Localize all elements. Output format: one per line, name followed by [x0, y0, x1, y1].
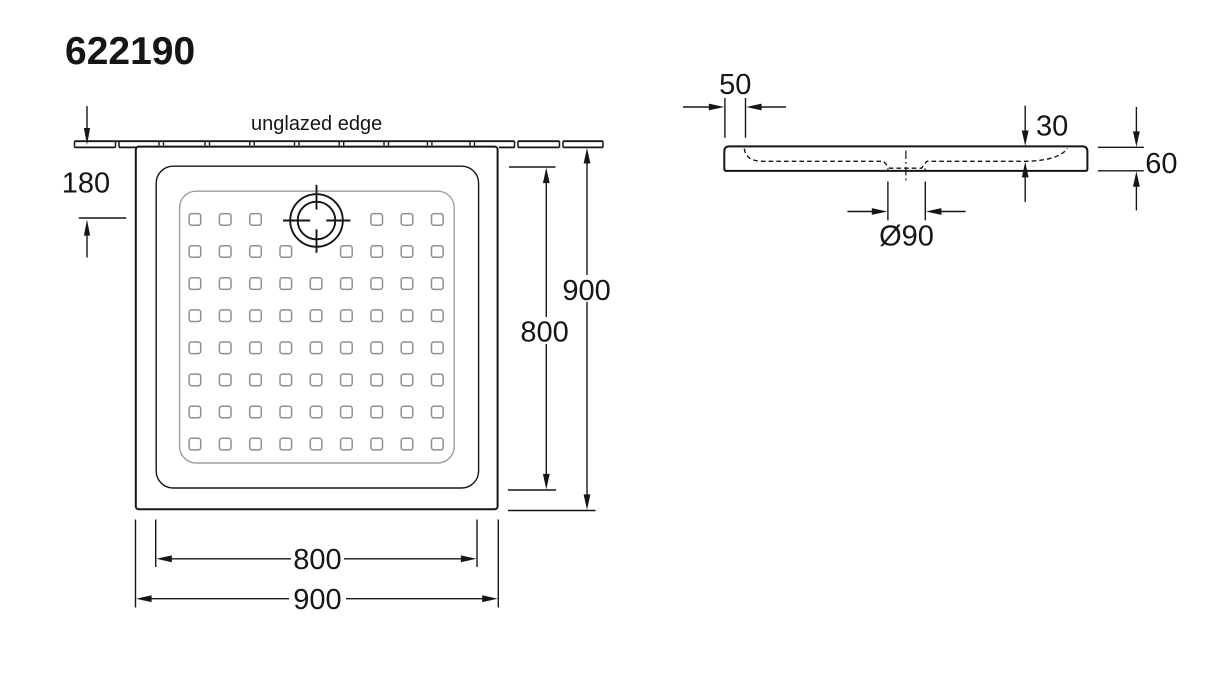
svg-text:50: 50 [719, 69, 751, 101]
svg-text:180: 180 [62, 168, 110, 200]
svg-text:900: 900 [562, 275, 610, 307]
svg-text:800: 800 [520, 317, 568, 349]
svg-text:900: 900 [293, 584, 341, 616]
svg-text:622190: 622190 [65, 30, 195, 73]
svg-text:30: 30 [1036, 111, 1068, 143]
svg-text:800: 800 [293, 544, 341, 576]
svg-text:60: 60 [1145, 148, 1177, 180]
svg-text:Ø90: Ø90 [879, 220, 934, 252]
svg-text:unglazed edge: unglazed edge [251, 113, 382, 135]
